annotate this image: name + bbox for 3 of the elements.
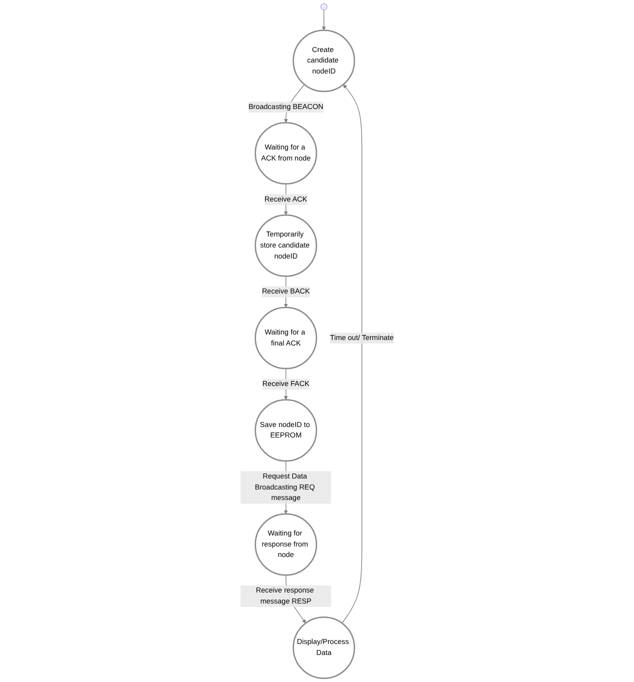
node-circle <box>320 3 328 10</box>
arrow <box>322 10 326 31</box>
arrow <box>342 84 362 624</box>
